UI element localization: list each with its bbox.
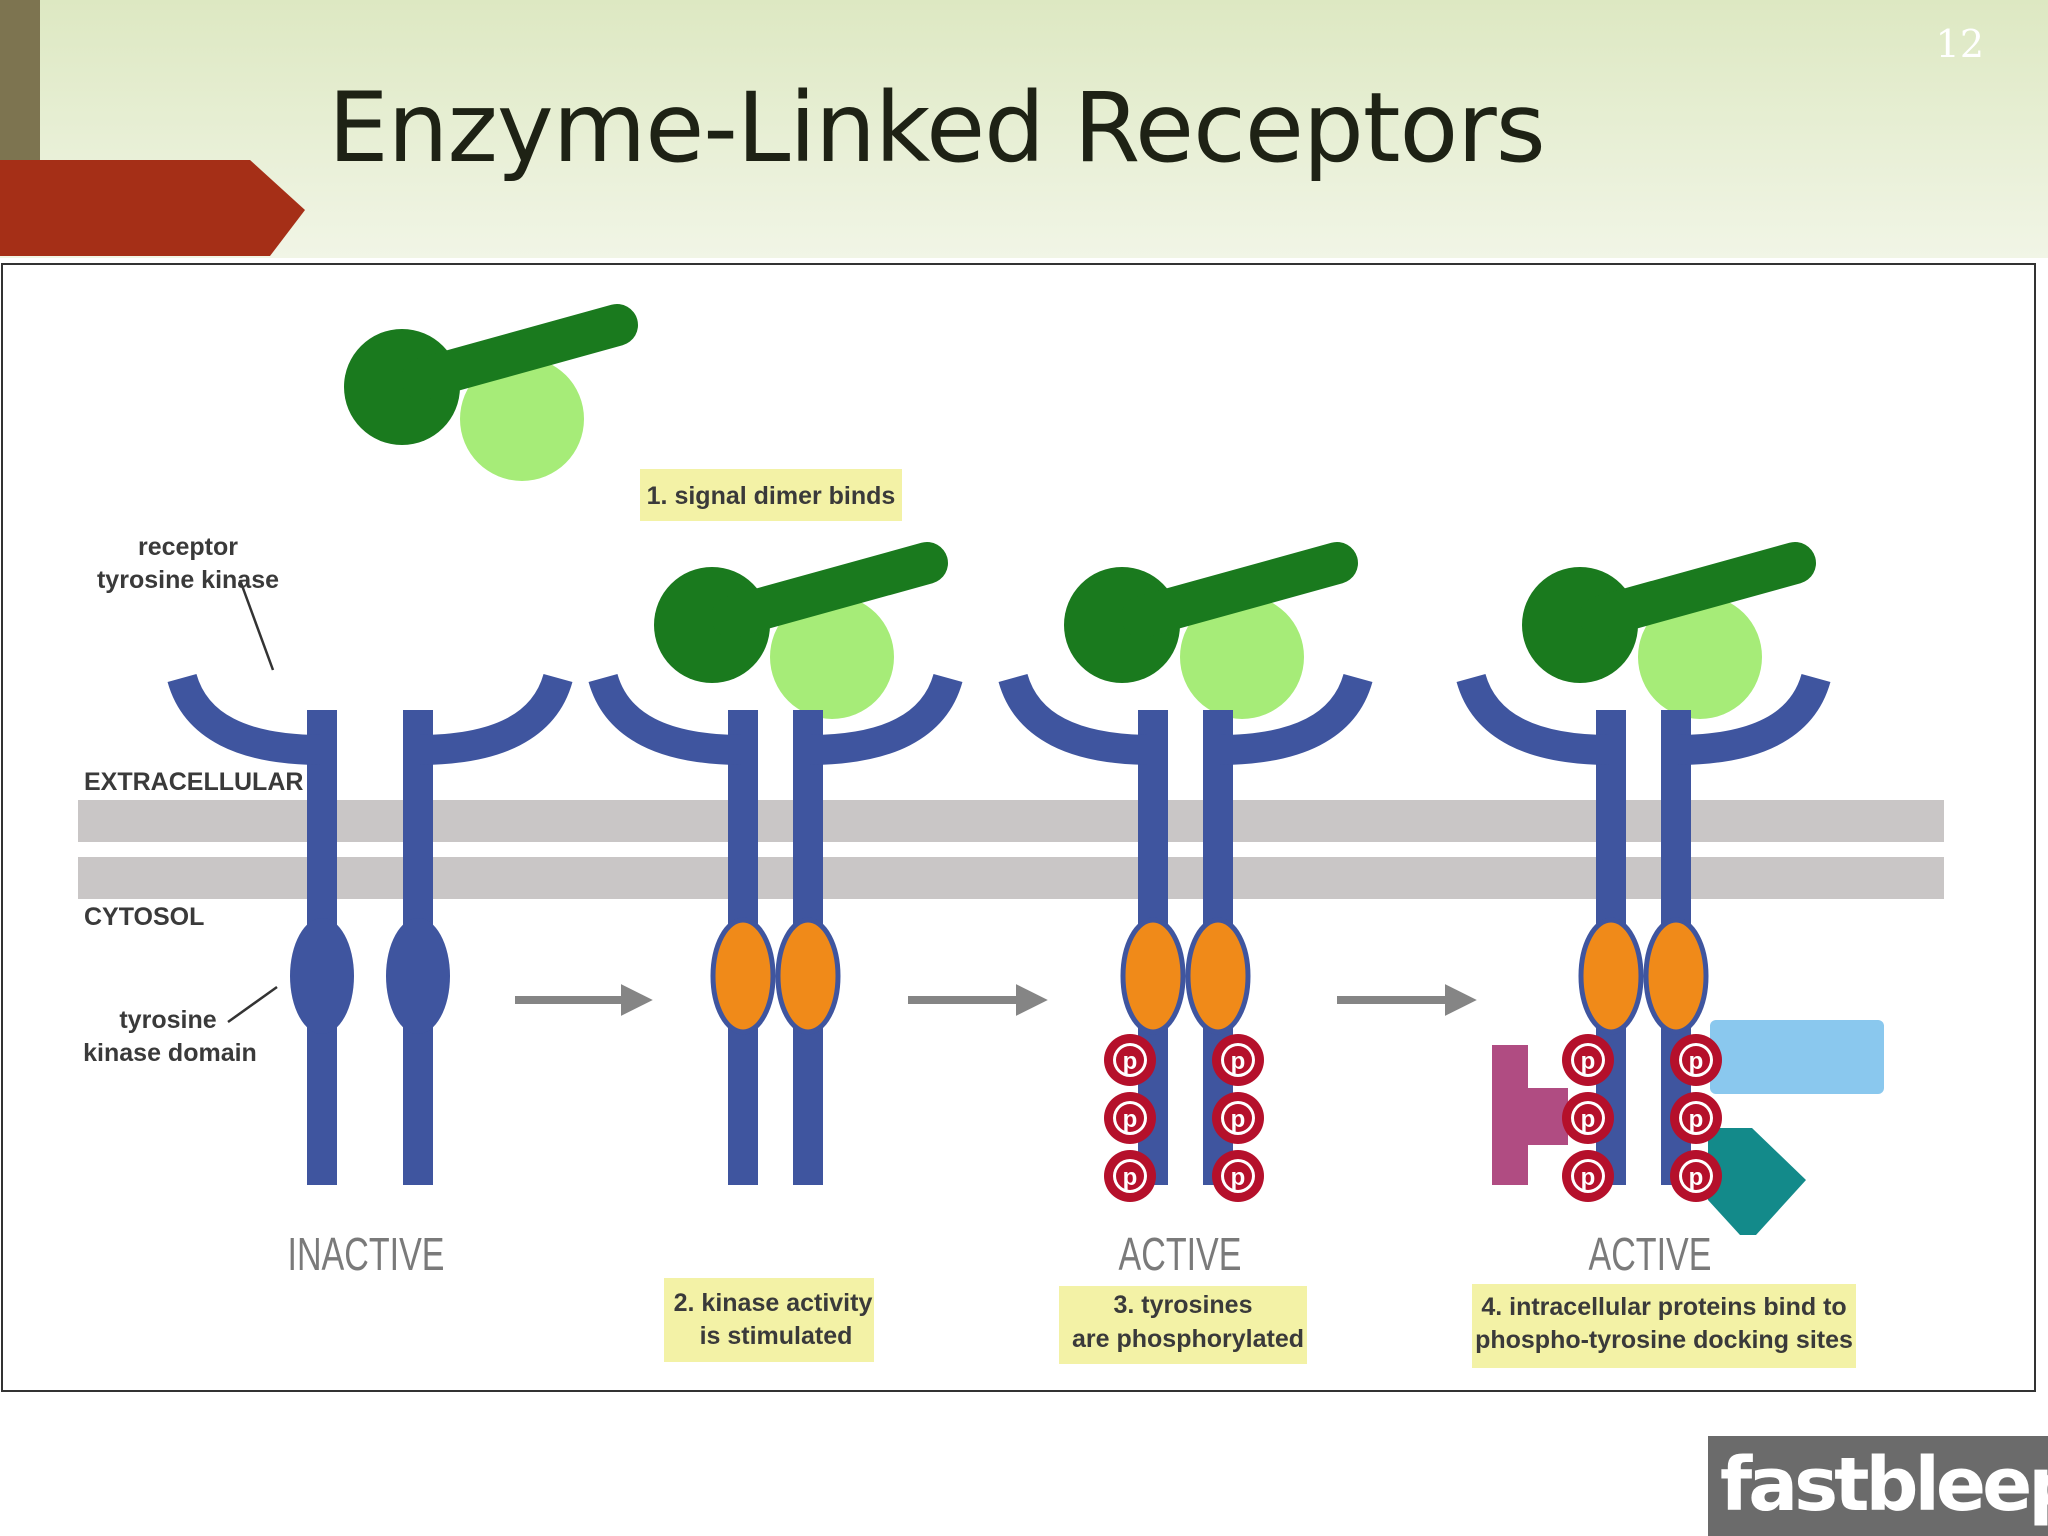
phosphate-label: p	[1123, 1106, 1138, 1133]
extracellular-label: EXTRACELLULAR	[84, 768, 303, 796]
page-title: Enzyme-Linked Receptors	[328, 72, 1546, 184]
step4-text-line2: phospho-tyrosine docking sites	[1475, 1326, 1853, 1354]
cytosol-label: CYTOSOL	[84, 903, 204, 931]
receptor-diagram: p p p p p p p p p p p p receptor ty	[1, 263, 2036, 1392]
receptor-pointer	[238, 579, 275, 671]
phosphate-label: p	[1581, 1048, 1596, 1075]
kinase-domain-label-line1: tyrosine	[119, 1006, 216, 1034]
phosphate-groups: p p p p p p	[1562, 1034, 1722, 1202]
step3-text-line1: 3. tyrosines	[1114, 1291, 1253, 1319]
active-state-label: ACTIVE	[1589, 1228, 1712, 1280]
accent-red-arrow	[0, 160, 305, 256]
accent-olive-bar	[0, 0, 40, 160]
step3-text-line2: are phosphorylated	[1072, 1325, 1304, 1353]
membrane-inner-layer	[78, 857, 1944, 899]
receptor-label-line2: tyrosine kinase	[97, 566, 279, 594]
step1-callout	[640, 469, 902, 521]
bound-signal-dimer	[650, 562, 927, 719]
inactive-state-label: INACTIVE	[288, 1228, 445, 1280]
active-kinase-right	[1643, 917, 1709, 1035]
phosphate-label: p	[1689, 1164, 1704, 1191]
docking-receptor: p p p p p p	[1471, 562, 1884, 1235]
magenta-docking-protein	[1492, 1045, 1568, 1185]
step4-callout	[1472, 1284, 1856, 1368]
slide-header: 12 Enzyme-Linked Receptors	[0, 0, 2048, 258]
step3-callout	[1059, 1286, 1307, 1364]
active-state-label: ACTIVE	[1119, 1228, 1242, 1280]
phosphate-label: p	[1123, 1164, 1138, 1191]
phosphate-label: p	[1689, 1106, 1704, 1133]
active-kinase-right	[1185, 917, 1251, 1035]
kinase-domain-right	[386, 918, 450, 1034]
bound-signal-dimer	[1518, 562, 1795, 719]
membrane-outer-layer	[78, 800, 1944, 842]
fastbleep-logo: fastbleep))	[1708, 1436, 2048, 1536]
free-signal-dimer	[340, 324, 617, 481]
phosphate-label: p	[1581, 1106, 1596, 1133]
active-kinase-left	[710, 917, 776, 1035]
title-accent	[0, 0, 305, 256]
step1-text: 1. signal dimer binds	[647, 482, 896, 510]
step2-text-line2: is stimulated	[700, 1322, 853, 1350]
phosphate-label: p	[1689, 1048, 1704, 1075]
step4-text-line1: 4. intracellular proteins bind to	[1481, 1293, 1846, 1321]
kinase-domain-pointer	[227, 985, 278, 1024]
phosphate-label: p	[1581, 1164, 1596, 1191]
diagram-frame	[1, 263, 2036, 1392]
active-kinase-left	[1120, 917, 1186, 1035]
logo-text: fastbleep))	[1720, 1442, 2048, 1528]
page-number: 12	[1935, 22, 1984, 66]
phosphate-label: p	[1123, 1048, 1138, 1075]
phosphorylated-receptor: p p p p p p	[1013, 562, 1358, 1202]
phosphate-label: p	[1231, 1106, 1246, 1133]
phosphate-groups: p p p p p p	[1104, 1034, 1264, 1202]
blue-docking-protein	[1710, 1020, 1884, 1094]
step2-callout	[664, 1278, 874, 1362]
kinase-domain-left	[290, 918, 354, 1034]
phosphate-label: p	[1231, 1048, 1246, 1075]
receptor-label-line1: receptor	[138, 533, 238, 561]
teal-docking-protein	[1708, 1128, 1806, 1235]
kinase-domain-label-line2: kinase domain	[83, 1039, 257, 1067]
inactive-receptor	[182, 324, 617, 1185]
active-kinase-right	[775, 917, 841, 1035]
phosphate-label: p	[1231, 1164, 1246, 1191]
bound-signal-dimer	[1060, 562, 1337, 719]
stimulated-receptor	[603, 562, 948, 1185]
active-kinase-left	[1578, 917, 1644, 1035]
step2-text-line1: 2. kinase activity	[674, 1289, 873, 1317]
